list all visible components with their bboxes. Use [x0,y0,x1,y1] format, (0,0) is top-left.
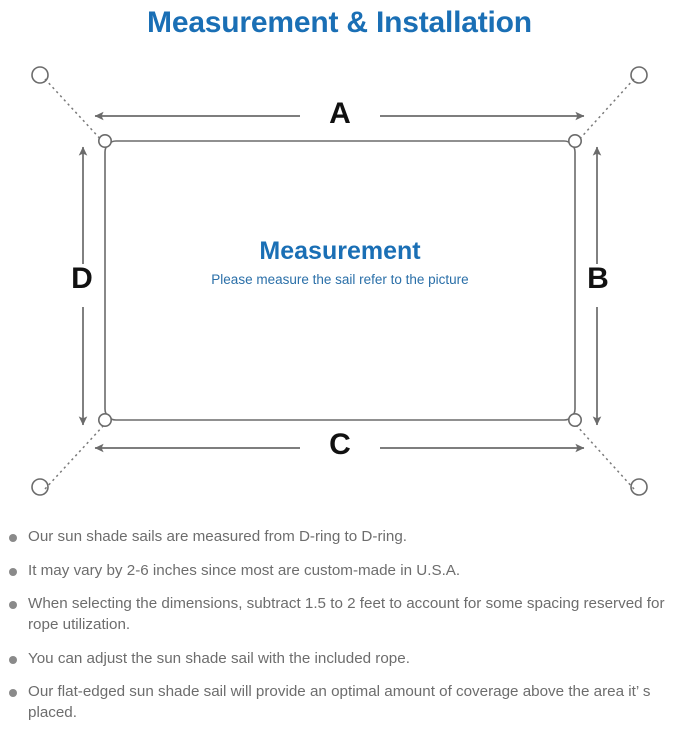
sail-center-caption: Measurement Please measure the sail refe… [120,237,560,288]
anchor-points [31,66,648,496]
rope-line-top-right [575,78,635,144]
list-item-text: It may vary by 2-6 inches since most are… [28,561,461,579]
d-ring-bottom-right [567,412,582,427]
page-title: Measurement & Installation [147,6,532,39]
d-ring-top-right [567,134,582,149]
bullet-icon [9,534,17,542]
list-item-text: Our flat-edged sun shade sail will provi… [28,683,651,722]
dimension-label-a: A [329,97,351,130]
list-item: You can adjust the sun shade sail with t… [0,649,679,670]
shade-sail-body [104,140,576,421]
bullet-icon [9,601,17,610]
rope-line-top-left [44,78,105,144]
diagram-canvas [31,66,648,496]
anchor-point-top-left [31,66,49,84]
list-item: Our flat-edged sun shade sail will provi… [0,682,679,723]
list-item-text: When selecting the dimensions, subtract … [28,595,665,634]
d-rings [98,134,582,427]
sail-center-subtext: Please measure the sail refer to the pic… [211,271,469,287]
rope-line-bottom-left [44,424,105,490]
list-item: When selecting the dimensions, subtract … [0,594,679,635]
notes-list: Our sun shade sails are measured from D-… [0,527,679,737]
anchor-point-top-right [630,66,648,84]
dimension-label-d: D [71,262,93,295]
anchor-point-bottom-left [31,478,49,496]
dimension-label-b: B [587,262,609,295]
list-item-text: Our sun shade sails are measured from D-… [28,528,407,545]
dimension-label-c: C [329,428,351,461]
bullet-icon [9,689,17,698]
bullet-icon [9,567,17,576]
measurement-diagram: A B C D Measurement Please measure the s… [0,52,679,517]
list-item: It may vary by 2-6 inches since most are… [0,561,679,582]
rope-line-bottom-right [575,424,635,490]
list-item-text: You can adjust the sun shade sail with t… [28,649,410,667]
bullet-icon [9,655,17,664]
anchor-point-bottom-right [630,478,648,496]
d-ring-bottom-left [98,412,113,427]
list-item: Our sun shade sails are measured from D-… [0,527,679,548]
sail-center-heading: Measurement [259,237,421,265]
d-ring-top-left [98,134,113,149]
